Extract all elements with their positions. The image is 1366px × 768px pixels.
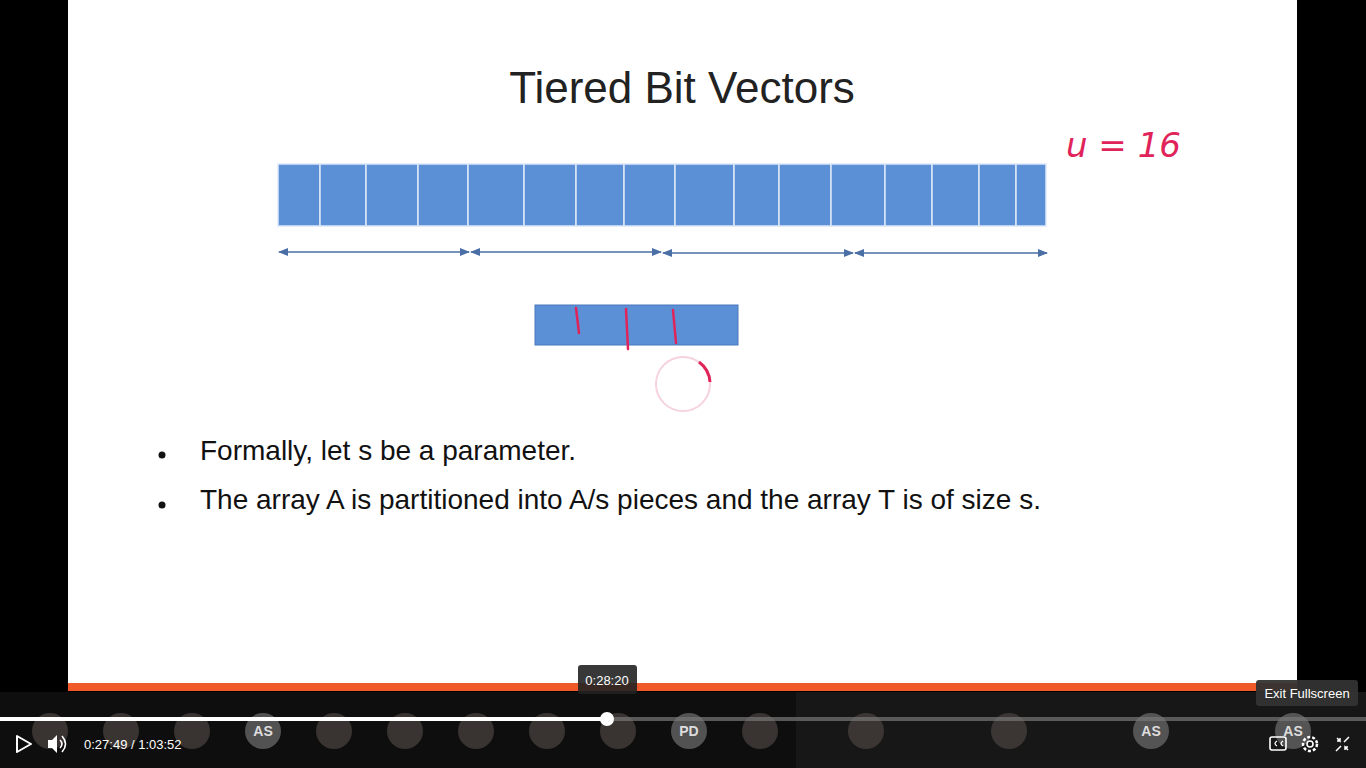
bit-cell bbox=[524, 164, 576, 226]
bit-cell bbox=[576, 164, 624, 226]
bit-cell bbox=[418, 164, 468, 226]
time-tooltip bbox=[578, 665, 637, 694]
bit-cell bbox=[1016, 164, 1046, 226]
slide bbox=[68, 0, 1297, 684]
bit-cell bbox=[734, 164, 779, 226]
time-display: 0:27:49 / 1:03:52 bbox=[84, 737, 182, 752]
bit-cell bbox=[278, 164, 320, 226]
handwritten-note: u = 16 bbox=[1066, 125, 1181, 165]
bit-cell bbox=[320, 164, 366, 226]
loading-spinner bbox=[656, 357, 710, 411]
participant-strip bbox=[0, 692, 1366, 768]
bit-cell bbox=[779, 164, 831, 226]
segment-arrows bbox=[279, 252, 1047, 253]
handwritten-ticks bbox=[576, 308, 676, 349]
bit-cell bbox=[624, 164, 675, 226]
tooltip-text: Exit Fullscreen bbox=[1264, 686, 1349, 701]
bit-cell bbox=[675, 164, 734, 226]
participant-initials-text: AS bbox=[253, 723, 272, 739]
time-tooltip-text: 0:28:20 bbox=[585, 673, 628, 688]
bullet-text: The array A is partitioned into A/s piec… bbox=[200, 484, 1041, 516]
participant-initials-text: AS bbox=[1283, 723, 1302, 739]
summary-array bbox=[535, 305, 738, 345]
bit-cell bbox=[932, 164, 979, 226]
bit-cell bbox=[885, 164, 932, 226]
bit-cell bbox=[831, 164, 885, 226]
bullet-dot bbox=[159, 452, 166, 459]
bullet-dot bbox=[159, 502, 166, 509]
bit-vector bbox=[278, 164, 1046, 226]
bit-cell bbox=[468, 164, 524, 226]
participant-initials-text: PD bbox=[679, 723, 698, 739]
slide-title: Tiered Bit Vectors bbox=[509, 63, 855, 113]
participant-initials-text: AS bbox=[1141, 723, 1160, 739]
button-tooltip bbox=[1256, 680, 1358, 706]
bullet-text: Formally, let s be a parameter. bbox=[200, 435, 576, 467]
bit-cell bbox=[366, 164, 418, 226]
slide-bar bbox=[68, 683, 1297, 691]
bit-cell bbox=[979, 164, 1016, 226]
